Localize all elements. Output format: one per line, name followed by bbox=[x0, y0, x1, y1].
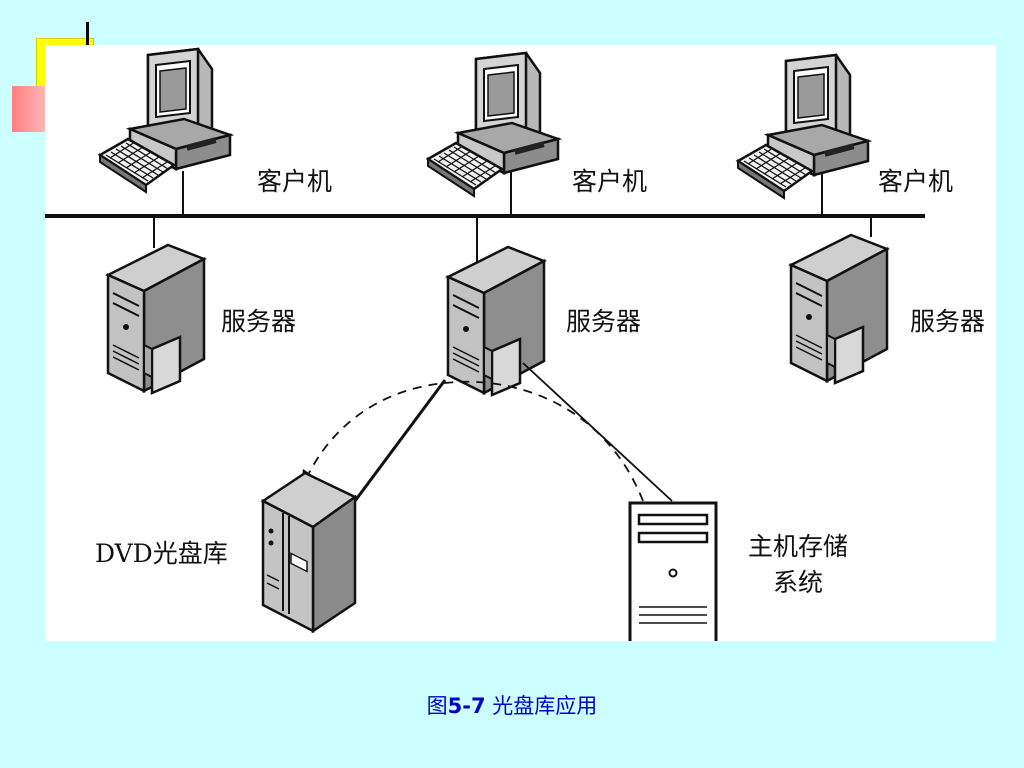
server-label-left: 服务器 bbox=[221, 307, 297, 336]
server-label-right: 服务器 bbox=[910, 307, 986, 336]
host-storage-icon bbox=[628, 501, 718, 641]
client-label-right: 客户机 bbox=[878, 167, 954, 196]
dvd-jukebox-icon bbox=[260, 471, 358, 634]
host-storage-label-line2: 系统 bbox=[773, 568, 824, 597]
caption-number: 5-7 bbox=[447, 694, 486, 718]
server-to-dvd-link bbox=[350, 379, 447, 506]
client-label-left: 客户机 bbox=[257, 167, 333, 196]
network-diagram bbox=[45, 47, 925, 641]
server-icon-middle bbox=[446, 245, 546, 397]
host-storage-label-line1: 主机存储 bbox=[748, 532, 849, 561]
figure-caption: 图5-7 光盘库应用 bbox=[0, 690, 1024, 720]
server-icon-left bbox=[106, 243, 206, 395]
client-computer-icon-middle bbox=[426, 51, 560, 198]
server-icon-right bbox=[789, 233, 889, 385]
client-computer-icon-left bbox=[98, 47, 232, 194]
caption-title: 光盘库应用 bbox=[485, 694, 598, 718]
client-computer-icon-right bbox=[736, 53, 870, 200]
client-label-middle: 客户机 bbox=[572, 167, 648, 196]
data-flow-arc bbox=[306, 380, 644, 502]
caption-prefix: 图 bbox=[426, 694, 448, 718]
diagram-panel: 客户机 客户机 客户机 服务器 服务器 服务器 DVD光盘库 主机存储 系统 bbox=[45, 45, 996, 641]
dvd-library-label: DVD光盘库 bbox=[95, 539, 228, 568]
server-label-middle: 服务器 bbox=[566, 307, 642, 336]
